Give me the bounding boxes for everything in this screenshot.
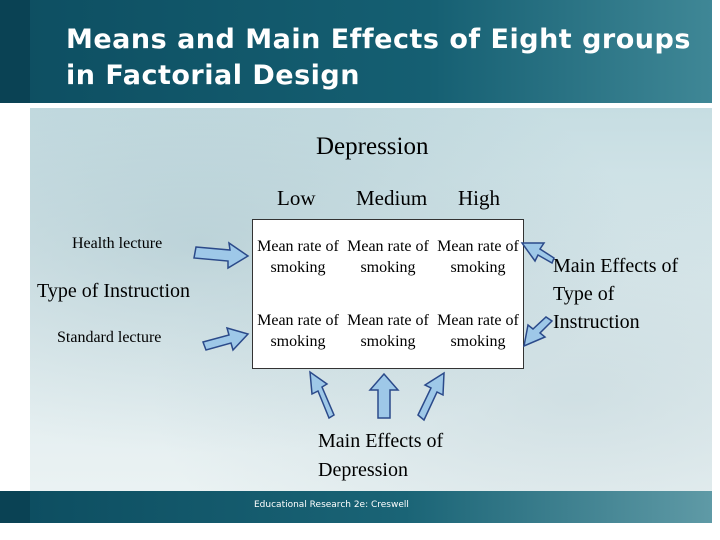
footer-band [0,491,712,523]
content-background [30,108,712,491]
means-table: Mean rate of smoking Mean rate of smokin… [252,219,524,369]
main-effects-depression-label: Main Effects of Depression [318,430,444,481]
footer-left-strip [0,491,30,523]
row-factor-label: Type of Instruction [37,280,191,302]
row-level-health-lecture: Health lecture [72,235,163,252]
table-cell: Mean rate of smoking [433,294,523,368]
table-cell: Mean rate of smoking [253,294,343,368]
footer-text: Educational Research 2e: Creswell [254,500,409,510]
row-level-standard-lecture: Standard lecture [57,329,162,346]
level-high: High [458,186,500,210]
table-cell: Mean rate of smoking [343,220,433,294]
title-left-strip [0,0,30,103]
table-cell: Mean rate of smoking [253,220,343,294]
table-cell: Mean rate of smoking [343,294,433,368]
main-effects-type-label: Main Effects of Type of Instruction [553,255,679,333]
title-band [0,0,712,103]
level-medium: Medium [356,186,428,210]
slide-title: Means and Main Effects of Eight groups i… [66,24,691,91]
table-cell: Mean rate of smoking [433,220,523,294]
column-factor-label: Depression [316,133,429,160]
level-low: Low [277,186,316,210]
